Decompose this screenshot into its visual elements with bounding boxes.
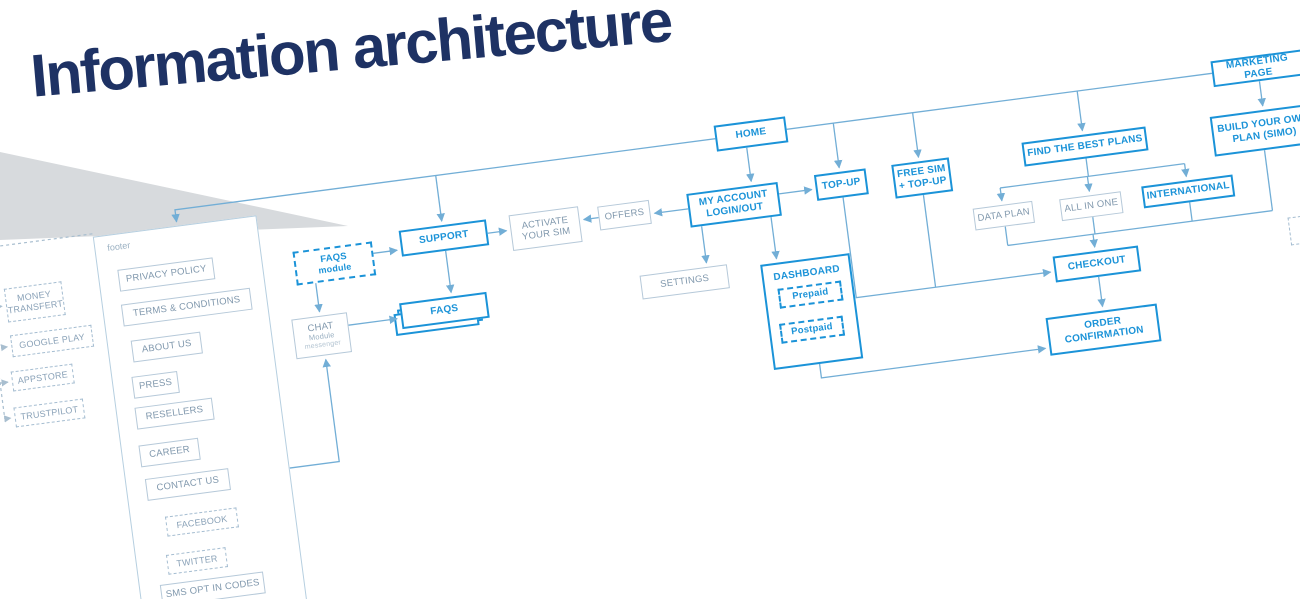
label: TRUSTPILOT: [19, 403, 79, 422]
node-top-up: TOP-UP: [813, 168, 869, 201]
label: INTERNATIONAL: [1146, 180, 1231, 202]
node-support: SUPPORT: [398, 219, 490, 257]
label: ABOUT US: [141, 338, 193, 356]
label: MY ACCOUNT LOGIN/OUT: [698, 188, 769, 220]
label: TWITTER: [175, 552, 219, 569]
node-activate-your-sim: ACTIVATE YOUR SIM: [508, 206, 583, 252]
label: GOOGLE PLAY: [18, 331, 86, 350]
node-dashboard: DASHBOARD Prepaid Postpaid: [760, 253, 864, 371]
label: FIND THE BEST PLANS: [1026, 133, 1144, 160]
label: SMS OPT IN CODES: [165, 577, 261, 599]
node-checkout: CHECKOUT: [1052, 245, 1142, 283]
label: DATA PLAN: [976, 206, 1031, 225]
node-resellers: RESELLERS: [134, 397, 215, 430]
node-offers: OFFERS: [597, 199, 652, 231]
label: CAREER: [148, 444, 191, 461]
label: SUPPORT: [418, 228, 470, 247]
node-build-your-own-plan: BUILD YOUR OWN PLAN (SIMO): [1209, 103, 1300, 157]
label: ORDER CONFIRMATION: [1064, 315, 1145, 346]
label: FACEBOOK: [175, 513, 228, 530]
node-career: CAREER: [138, 437, 201, 468]
label: FAQS: [429, 302, 459, 318]
node-terms-conditions: TERMS & CONDITIONS: [120, 287, 253, 327]
label: TERMS & CONDITIONS: [132, 294, 242, 320]
label: PRIVACY POLICY: [125, 263, 208, 286]
node-free-sim-top-up: FREE SIM + TOP-UP: [891, 157, 954, 199]
node-privacy-policy: PRIVACY POLICY: [117, 257, 216, 292]
label: APPSTORE: [17, 368, 69, 386]
label: PRESS: [138, 377, 173, 393]
node-marketing-page: MARKETING PAGE: [1210, 49, 1300, 88]
node-data-plan: DATA PLAN: [972, 200, 1036, 231]
node-twitter: TWITTER: [165, 547, 229, 575]
label: BUILD YOUR OWN PLAN (SIMO): [1216, 112, 1300, 146]
node-home: HOME: [713, 116, 789, 152]
label: ACTIVATE YOUR SIM: [521, 214, 572, 243]
node-cutoff-right: [1287, 209, 1300, 246]
node-sms-opt-in-codes: SMS OPT IN CODES: [159, 571, 266, 599]
node-contact-us: CONTACT US: [144, 468, 232, 501]
node-international: INTERNATIONAL: [1141, 174, 1236, 209]
label: ALL IN ONE: [1063, 197, 1119, 216]
label: HOME: [734, 126, 767, 142]
node-appstore: APPSTORE: [10, 363, 75, 392]
footer-group-label: footer: [106, 240, 131, 253]
node-facebook: FACEBOOK: [164, 507, 239, 537]
label: SETTINGS: [659, 273, 710, 291]
label: Prepaid: [791, 286, 830, 303]
node-my-account: MY ACCOUNT LOGIN/OUT: [686, 181, 782, 228]
label: TOP-UP: [821, 176, 862, 193]
label: MONEY TRANSFERT: [7, 289, 64, 316]
node-faqs: FAQS: [399, 291, 490, 330]
node-trustpilot: TRUSTPILOT: [13, 398, 86, 428]
node-order-confirmation: ORDER CONFIRMATION: [1045, 303, 1162, 356]
node-press: PRESS: [131, 370, 180, 399]
node-money-transfert: MONEY TRANSFERT: [3, 281, 66, 323]
label: CONTACT US: [156, 474, 220, 494]
node-find-the-best-plans: FIND THE BEST PLANS: [1021, 126, 1149, 167]
label: MARKETING PAGE: [1225, 52, 1289, 82]
label: OFFERS: [604, 207, 645, 224]
node-all-in-one: ALL IN ONE: [1059, 191, 1124, 222]
node-faqs-module: FAQS module: [292, 241, 377, 286]
node-dashboard-postpaid: Postpaid: [779, 315, 846, 344]
node-dashboard-prepaid: Prepaid: [777, 280, 844, 309]
label: RESELLERS: [145, 404, 204, 423]
footer-group: footer PRIVACY POLICY TERMS & CONDITIONS…: [92, 215, 318, 599]
label: CHECKOUT: [1067, 254, 1127, 273]
node-settings: SETTINGS: [639, 264, 730, 300]
label: FREE SIM + TOP-UP: [896, 163, 948, 193]
node-about-us: ABOUT US: [130, 331, 203, 363]
node-google-play: GOOGLE PLAY: [9, 324, 95, 358]
label: Postpaid: [790, 321, 834, 338]
node-chat-module: CHAT Module messenger: [291, 312, 353, 360]
